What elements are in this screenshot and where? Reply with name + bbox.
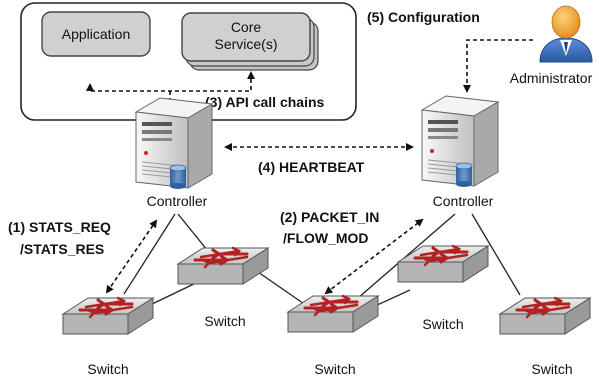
api-call-chains-label: (3) API call chains [205, 94, 325, 110]
flow-mod-label: /FLOW_MOD [283, 230, 369, 246]
configuration-arrow [463, 39, 533, 93]
core-services-label-line2: Service(s) [214, 36, 277, 52]
switch-3-label: Switch [314, 361, 355, 377]
switch-1-icon[interactable] [61, 296, 155, 336]
application-box[interactable] [41, 11, 151, 57]
switch-5-label: Switch [531, 361, 572, 377]
switch-5-icon[interactable] [498, 296, 592, 336]
core-services-label-line1: Core [231, 19, 262, 35]
administrator-label: Administrator [510, 70, 593, 86]
controller-right-server-icon[interactable] [421, 95, 499, 188]
administrator-icon[interactable] [539, 5, 593, 63]
controller-left-server-icon[interactable] [135, 97, 213, 190]
heartbeat-label: (4) HEARTBEAT [258, 159, 365, 175]
stats-arrow [105, 219, 158, 294]
switch-2-label: Switch [204, 313, 245, 329]
application-label: Application [62, 26, 131, 42]
packet-arrow [324, 218, 424, 295]
stats-req-label: (1) STATS_REQ [8, 219, 111, 235]
stats-res-label: /STATS_RES [20, 241, 104, 257]
packet-in-label: (2) PACKET_IN [280, 209, 379, 225]
core-services-stack[interactable] [181, 12, 319, 71]
switch-2-icon[interactable] [176, 246, 270, 286]
controller-right-label: Controller [433, 193, 494, 209]
switch-1-label: Switch [87, 361, 128, 377]
controller-left-label: Controller [147, 193, 208, 209]
switch-4-label: Switch [422, 316, 463, 332]
configuration-label: (5) Configuration [367, 9, 480, 25]
